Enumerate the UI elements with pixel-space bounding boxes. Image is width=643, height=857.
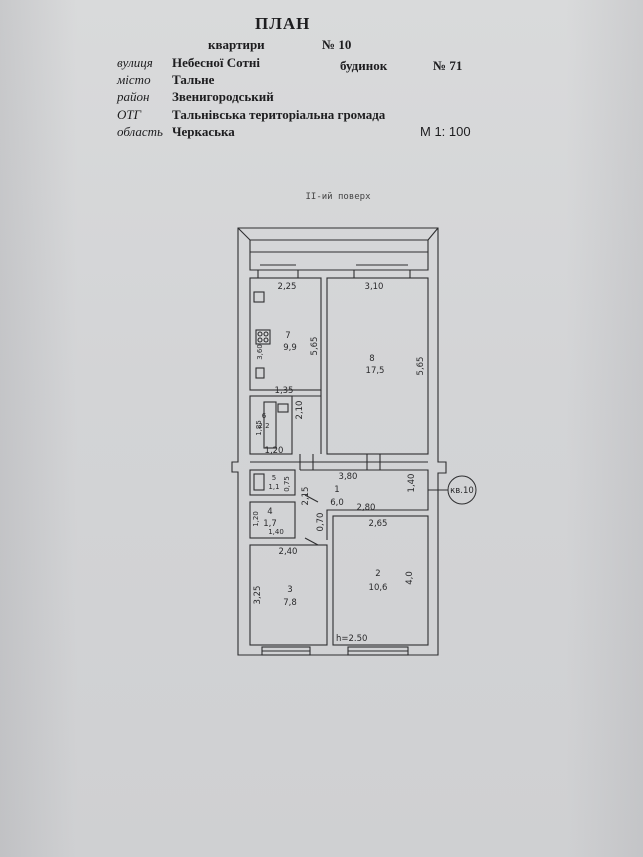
dim-1-20-b: 1,20	[252, 511, 260, 527]
room-6-number: 6	[262, 412, 267, 420]
dim-5-65-right: 5,65	[416, 357, 426, 376]
room-6-area: 2,2	[258, 422, 269, 430]
dim-1-85: 1,85	[255, 420, 263, 436]
region-label: область	[117, 124, 163, 139]
dim-1-40-a: 1,40	[407, 474, 417, 493]
dim-2-80: 2,80	[357, 503, 376, 513]
apartment-number: № 10	[322, 37, 352, 52]
room-2-area: 10,6	[369, 583, 388, 593]
ceiling-height: h=2.50	[336, 634, 367, 644]
dim-2-10: 2,10	[295, 401, 305, 420]
plan-walls	[231, 227, 447, 656]
community-label: ОТГ	[117, 107, 142, 122]
dim-4-0: 4,0	[405, 571, 415, 585]
dim-2-40: 2,40	[279, 547, 298, 557]
floor-label: II-ий поверх	[305, 192, 371, 202]
dim-2-15: 2,15	[301, 487, 311, 506]
street-label: вулиця	[117, 55, 153, 70]
room-3-area: 7,8	[283, 598, 297, 608]
dim-1-40-b: 1,40	[268, 528, 284, 536]
room-1-area: 6,0	[330, 498, 344, 508]
scale-text: М 1: 100	[420, 124, 471, 139]
house-label: будинок	[340, 58, 388, 73]
district-label: район	[117, 89, 150, 104]
dim-3-10: 3,10	[365, 282, 384, 292]
dim-2-65: 2,65	[369, 519, 388, 529]
dim-0-75: 0,75	[283, 476, 291, 492]
house-number: № 71	[433, 58, 463, 73]
dim-0-70: 0,70	[316, 513, 326, 532]
room-1-number: 1	[334, 485, 339, 495]
room-8-number: 8	[369, 354, 374, 364]
dim-1-20-a: 1,20	[265, 446, 284, 456]
room-5-area: 1,1	[268, 483, 279, 491]
district-value: Звенигородський	[172, 89, 274, 104]
plan-title: ПЛАН	[255, 14, 311, 33]
room-8-area: 17,5	[366, 366, 385, 376]
room-2-number: 2	[375, 569, 380, 579]
community-value: Тальнівська територіальна громада	[172, 107, 386, 122]
street-value: Небесної Сотні	[172, 55, 260, 70]
dim-3-25: 3,25	[253, 586, 263, 605]
room-7-number: 7	[285, 331, 290, 341]
dim-2-25: 2,25	[278, 282, 297, 292]
dim-1-35: 1,35	[275, 386, 294, 396]
room-4-number: 4	[267, 507, 272, 517]
room-3-number: 3	[287, 585, 292, 595]
region-value: Черкаська	[172, 124, 235, 139]
dim-3-60: 3,60	[256, 344, 264, 360]
room-4-area: 1,7	[263, 519, 277, 529]
room-5-number: 5	[272, 474, 276, 482]
dim-5-65-left: 5,65	[310, 337, 320, 356]
room-7-area: 9,9	[283, 343, 297, 353]
dim-3-80: 3,80	[339, 472, 358, 482]
plan-subtitle: квартири	[208, 37, 265, 52]
city-value: Тальне	[172, 72, 215, 87]
apartment-marker-label: кв.10	[450, 486, 474, 496]
city-label: місто	[117, 72, 151, 87]
